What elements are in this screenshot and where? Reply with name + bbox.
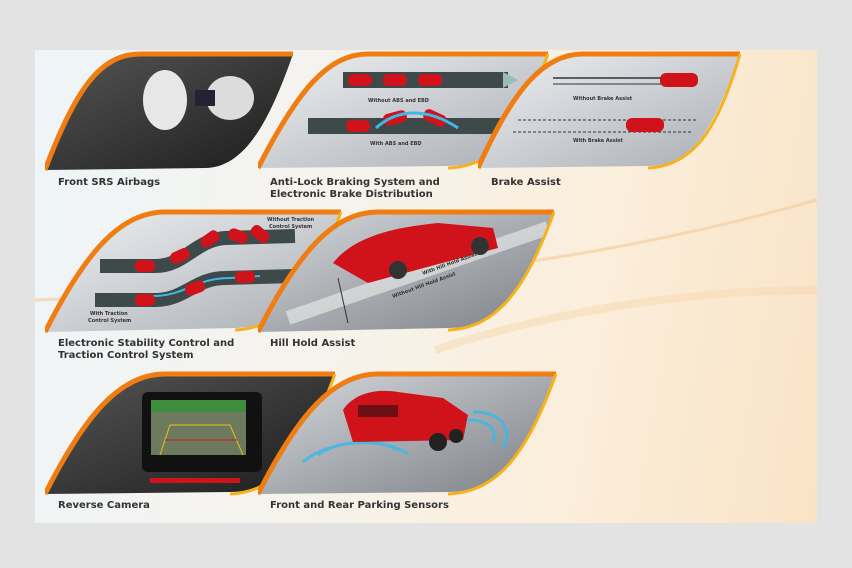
brake-caption-with: With Brake Assist	[573, 138, 623, 144]
brake-caption-without: Without Brake Assist	[573, 96, 633, 102]
esc-caption-with-2: Control System	[88, 318, 131, 324]
label-line: Electronic Brake Distribution	[270, 189, 433, 200]
esc-caption-with-1: With Traction	[90, 311, 128, 317]
feature-label-brake-assist: Brake Assist	[491, 177, 561, 188]
feature-label-hill-hold: Hill Hold Assist	[270, 338, 356, 349]
label-line: Electronic Stability Control and	[58, 338, 235, 349]
abs-caption-with: With ABS and EBD	[370, 141, 422, 147]
feature-label-esc-tcs: Electronic Stability Control and Tractio…	[58, 338, 234, 362]
airbags-image	[45, 51, 293, 171]
feature-label-airbags: Front SRS Airbags	[58, 177, 161, 188]
esc-caption-without-2: Control System	[269, 224, 312, 230]
brake-assist-image: Without Brake Assist With Brake Assist	[478, 51, 742, 170]
label-line: Anti-Lock Braking System and	[270, 177, 440, 188]
feature-label-reverse-camera: Reverse Camera	[58, 500, 150, 511]
abs-ebd-image: Without ABS and EBD With ABS and EBD	[258, 51, 550, 170]
hill-hold-image: With Hill Hold Assist Without Hill Hold …	[258, 209, 556, 334]
feature-label-parking-sensors: Front and Rear Parking Sensors	[270, 500, 449, 511]
reverse-camera-image	[45, 371, 337, 496]
parking-sensors-image	[258, 371, 558, 496]
label-line: Traction Control System	[58, 350, 194, 361]
esc-caption-without-1: Without Traction	[267, 217, 315, 223]
feature-label-abs-ebd: Anti-Lock Braking System and Electronic …	[270, 177, 440, 201]
esc-tcs-image: Without Traction Control System With Tra…	[45, 209, 343, 334]
abs-caption-without: Without ABS and EBD	[368, 98, 429, 104]
